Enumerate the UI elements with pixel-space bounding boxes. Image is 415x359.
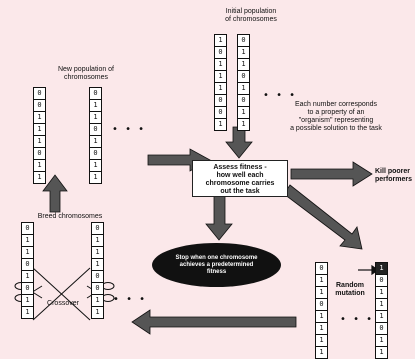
- gene-cell: 1: [25, 308, 30, 316]
- gene-cell: 0: [22, 259, 33, 271]
- gene-cell: 1: [215, 71, 226, 83]
- gene-cell: 1: [241, 120, 246, 128]
- gene-cell: 0: [316, 263, 327, 275]
- gene-cell: 0: [238, 35, 249, 47]
- gene-cell: 1: [93, 173, 98, 181]
- gene-cell: 1: [92, 247, 103, 259]
- gene-cell: 0: [215, 107, 226, 119]
- gene-cell: 1: [376, 335, 387, 347]
- gene-cell: 0: [34, 100, 45, 112]
- assess-fitness-box: Assess fitness - how well each chromosom…: [192, 160, 288, 197]
- gene-cell: 1: [376, 263, 387, 275]
- gene-cell: 0: [215, 95, 226, 107]
- gene-cell: 1: [34, 136, 45, 148]
- gene-cell: 0: [238, 71, 249, 83]
- gene-cell: 1: [92, 259, 103, 271]
- gene-cell: 1: [316, 335, 327, 347]
- gene-cell: 1: [215, 83, 226, 95]
- arrow-assess-to-mutation: [283, 184, 363, 250]
- new-ellipsis: • • •: [112, 124, 147, 135]
- gene-cell: 1: [34, 160, 45, 172]
- gene-cell: 1: [92, 235, 103, 247]
- arrow-mutation-to-breed: [131, 309, 297, 335]
- gene-cell: 1: [90, 112, 101, 124]
- gene-cell: 0: [22, 223, 33, 235]
- gene-cell: 0: [34, 148, 45, 160]
- gene-cell: 0: [92, 271, 103, 283]
- gene-cell: 1: [379, 348, 384, 356]
- gene-cell: 1: [215, 59, 226, 71]
- gene-cell: 0: [90, 124, 101, 136]
- gene-cell: 1: [22, 235, 33, 247]
- gene-cell: 1: [376, 287, 387, 299]
- gene-cell: 1: [238, 47, 249, 59]
- initial-population-label: Initial population of chromosomes: [225, 8, 277, 23]
- gene-cell: 1: [316, 287, 327, 299]
- crossover-label: Crossover: [47, 300, 79, 307]
- stop-condition-oval: Stop when one chromosome achieves a pred…: [152, 243, 281, 287]
- breed-ellipsis: • • •: [113, 294, 148, 305]
- breed-chromosomes-label: Breed chromosomes: [37, 213, 103, 220]
- gene-cell: 1: [316, 323, 327, 335]
- gene-cell: 0: [92, 223, 103, 235]
- chromosome-annotation: Each number corresponds to a property of…: [290, 101, 382, 132]
- new-population-label: New population of chromosomes: [57, 66, 115, 81]
- gene-cell: 1: [22, 295, 33, 307]
- gene-cell: 0: [316, 299, 327, 311]
- gene-cell: 1: [319, 348, 324, 356]
- gene-cell: 1: [34, 112, 45, 124]
- gene-cell: 1: [95, 308, 100, 316]
- gene-cell: 1: [238, 83, 249, 95]
- gene-cell: 1: [215, 35, 226, 47]
- mutation-ellipsis: • • •: [340, 314, 375, 325]
- gene-cell: 1: [376, 299, 387, 311]
- gene-cell: 1: [22, 247, 33, 259]
- gene-cell: 1: [238, 107, 249, 119]
- gene-cell: 0: [376, 323, 387, 335]
- gene-cell: 1: [92, 295, 103, 307]
- initial-ellipsis: • • •: [263, 90, 298, 101]
- arrow-breed-to-new: [42, 174, 68, 213]
- gene-cell: 0: [34, 88, 45, 100]
- gene-cell: 1: [90, 160, 101, 172]
- gene-cell: 1: [34, 124, 45, 136]
- arrow-assess-to-stop: [205, 195, 233, 241]
- gene-cell: 1: [316, 275, 327, 287]
- gene-cell: 0: [376, 275, 387, 287]
- gene-cell: 1: [218, 120, 223, 128]
- gene-cell: 1: [37, 173, 42, 181]
- gene-cell: 1: [22, 271, 33, 283]
- arrow-initial-to-assess: [225, 126, 253, 159]
- gene-cell: 0: [92, 283, 103, 295]
- arrow-assess-to-kill: [290, 161, 373, 187]
- gene-cell: 1: [376, 311, 387, 323]
- gene-cell: 1: [90, 136, 101, 148]
- gene-cell: 0: [90, 88, 101, 100]
- kill-poorer-label: Kill poorer performers: [375, 168, 412, 183]
- crossover-line-2: [32, 267, 91, 321]
- gene-cell: 1: [238, 59, 249, 71]
- gene-cell: 0: [215, 47, 226, 59]
- gene-cell: 1: [90, 100, 101, 112]
- gene-cell: 0: [90, 148, 101, 160]
- random-mutation-label: Random mutation: [335, 282, 365, 297]
- gene-cell: 0: [238, 95, 249, 107]
- gene-cell: 0: [22, 283, 33, 295]
- gene-cell: 1: [316, 311, 327, 323]
